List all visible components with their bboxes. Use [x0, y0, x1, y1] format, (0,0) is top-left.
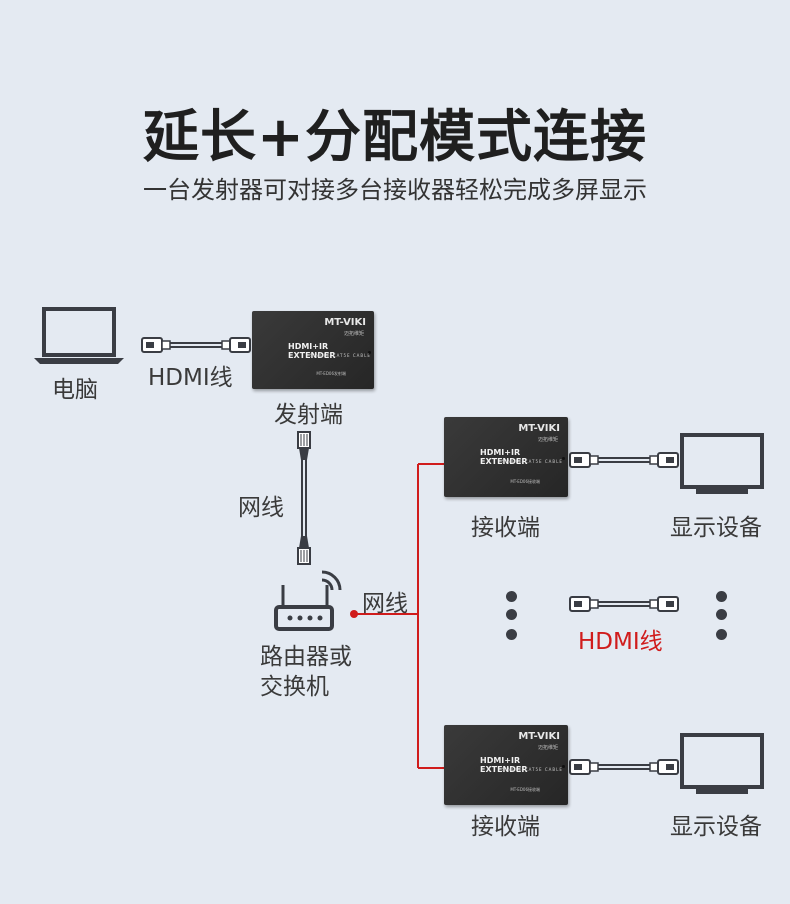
ellipsis-dot-left-1	[506, 591, 517, 602]
network-cable-vertical-label: 网线	[238, 495, 284, 521]
router-icon	[274, 570, 342, 631]
device-brand: MT-VIKI	[518, 423, 560, 434]
network-cable-vertical-icon	[297, 431, 311, 565]
ellipsis-dot-right-3	[716, 629, 727, 640]
hdmi-cable-receiver-2-icon	[569, 759, 679, 775]
device-brand-sub: 迈拓维矩	[343, 331, 364, 337]
device-model: HDMI+IR EXTENDER	[480, 448, 528, 466]
device-model: HDMI+IR EXTENDER	[480, 756, 528, 774]
device-sku: MT-ED06接收端	[510, 787, 540, 792]
computer-label: 电脑	[52, 377, 98, 403]
device-sku: MT-ED06发射端	[316, 371, 346, 376]
transmitter-device: MT-VIKI 迈拓维矩 HDMI+IR EXTENDER SINGLE CAT…	[252, 311, 374, 389]
device-brand-sub: 迈拓维矩	[537, 745, 558, 751]
hdmi-cable-top-icon	[141, 337, 251, 353]
ellipsis-dot-left-3	[506, 629, 517, 640]
network-cable-horizontal-label: 网线	[362, 591, 408, 617]
device-port-dot	[368, 351, 371, 354]
monitor-2-icon	[680, 733, 764, 794]
device-cable-text: SINGLE CAT5E CABLE	[502, 767, 563, 772]
device-model: HDMI+IR EXTENDER	[288, 342, 336, 360]
display-2-label: 显示设备	[670, 814, 762, 840]
receiver-2-label: 接收端	[471, 814, 540, 840]
receiver-device-2: MT-VIKI 迈拓维矩 HDMI+IR EXTENDER SINGLE CAT…	[444, 725, 568, 805]
device-sku: MT-ED06接收端	[510, 479, 540, 484]
receiver-device-1: MT-VIKI 迈拓维矩 HDMI+IR EXTENDER SINGLE CAT…	[444, 417, 568, 497]
ellipsis-dot-left-2	[506, 609, 517, 620]
ellipsis-dot-right-1	[716, 591, 727, 602]
router-label-line2: 交换机	[260, 674, 329, 700]
receiver-1-label: 接收端	[471, 515, 540, 541]
device-brand: MT-VIKI	[324, 317, 366, 328]
transmitter-label: 发射端	[274, 402, 343, 428]
device-cable-text: SINGLE CAT5E CABLE	[502, 459, 563, 464]
network-distribution-lines	[350, 463, 444, 769]
device-brand: MT-VIKI	[518, 731, 560, 742]
device-port-dot	[562, 765, 565, 768]
device-brand-sub: 迈拓维矩	[537, 437, 558, 443]
page-title: 延长+分配模式连接	[143, 105, 647, 170]
page-subtitle: 一台发射器可对接多台接收器轻松完成多屏显示	[143, 176, 647, 204]
hdmi-cable-middle-label: HDMI线	[578, 629, 663, 655]
device-cable-text: SINGLE CAT5E CABLE	[310, 353, 371, 358]
router-label-line1: 路由器或	[260, 644, 352, 670]
monitor-1-icon	[680, 433, 764, 494]
hdmi-cable-receiver-1-icon	[569, 452, 679, 468]
hdmi-cable-top-label: HDMI线	[148, 365, 233, 391]
hdmi-cable-middle-icon	[569, 596, 679, 612]
ellipsis-dot-right-2	[716, 609, 727, 620]
display-1-label: 显示设备	[670, 515, 762, 541]
device-port-dot	[562, 457, 565, 460]
laptop-icon	[34, 307, 124, 364]
